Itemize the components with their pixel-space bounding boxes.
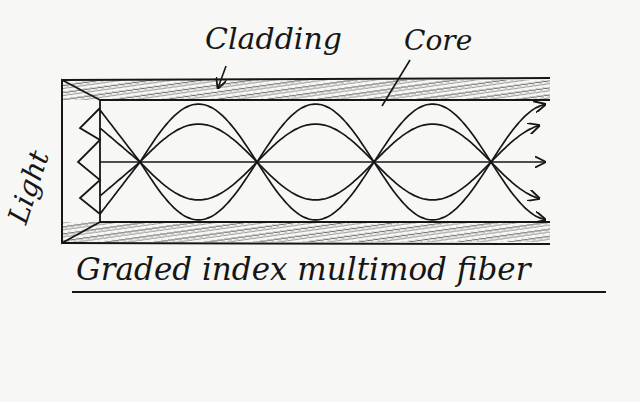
light-source	[78, 108, 100, 214]
cladding-label: Cladding	[205, 22, 342, 55]
light-ray	[100, 104, 545, 220]
fiber-end	[61, 80, 63, 243]
core-label: Core	[404, 26, 472, 57]
light-ray	[100, 124, 539, 200]
light-ray	[100, 104, 545, 220]
cladding-edge	[62, 243, 550, 244]
caption: Graded index multimod fiber	[76, 252, 530, 286]
cladding-band	[62, 222, 550, 242]
underline	[72, 291, 606, 293]
core-boundary	[100, 99, 550, 101]
axis-ray	[100, 161, 545, 163]
cladding-edge	[62, 78, 550, 80]
cladding-band	[62, 80, 550, 100]
light-ray	[100, 124, 539, 200]
core-boundary	[100, 221, 550, 223]
leader-line	[382, 60, 410, 106]
leader-line	[218, 66, 226, 88]
fiber-end	[62, 80, 100, 243]
light-label: Light	[3, 147, 55, 228]
